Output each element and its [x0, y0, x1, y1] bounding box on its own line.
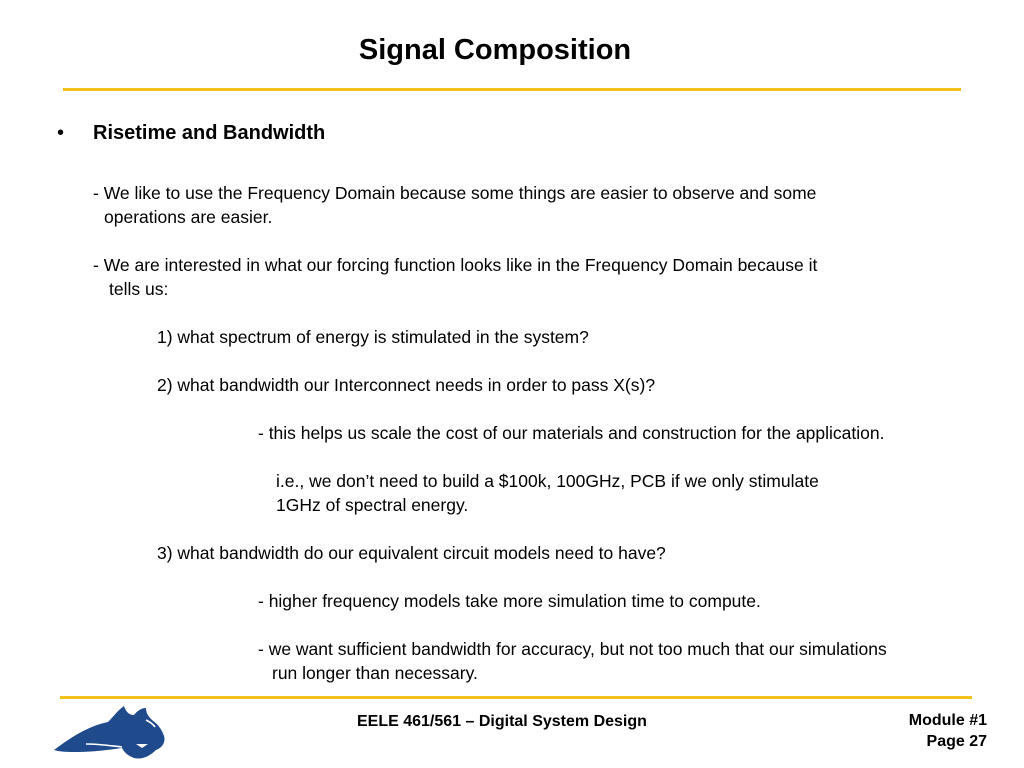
body-line: 2) what bandwidth our Interconnect needs…	[157, 375, 656, 395]
bottom-divider	[60, 696, 972, 699]
course-title: EELE 461/561 – Digital System Design	[357, 713, 647, 730]
page-number-block: Module #1 Page 27	[880, 710, 987, 752]
body-line: run longer than necessary.	[272, 663, 478, 683]
page-label: Page 27	[926, 733, 987, 750]
body-line: - We like to use the Frequency Domain be…	[93, 183, 817, 203]
body-line: 3) what bandwidth do our equivalent circ…	[157, 543, 666, 563]
bullet-marker: •	[57, 122, 65, 144]
body-line: tells us:	[109, 279, 169, 299]
top-divider	[63, 88, 961, 91]
section-heading: Risetime and Bandwidth	[93, 122, 326, 144]
module-label: Module #1	[908, 712, 987, 729]
body-line: - this helps us scale the cost of our ma…	[258, 423, 885, 443]
body-line: - higher frequency models take more simu…	[258, 591, 761, 611]
body-line: i.e., we don’t need to build a $100k, 10…	[276, 471, 819, 491]
body-line: 1) what spectrum of energy is stimulated…	[157, 327, 589, 347]
body-line: - we want sufficient bandwidth for accur…	[258, 639, 887, 659]
bobcat-logo-icon	[54, 706, 165, 759]
body-line: 1GHz of spectral energy.	[276, 495, 469, 515]
slide-title: Signal Composition	[358, 34, 632, 66]
body-line: - We are interested in what our forcing …	[93, 255, 818, 275]
body-line: operations are easier.	[104, 207, 273, 227]
